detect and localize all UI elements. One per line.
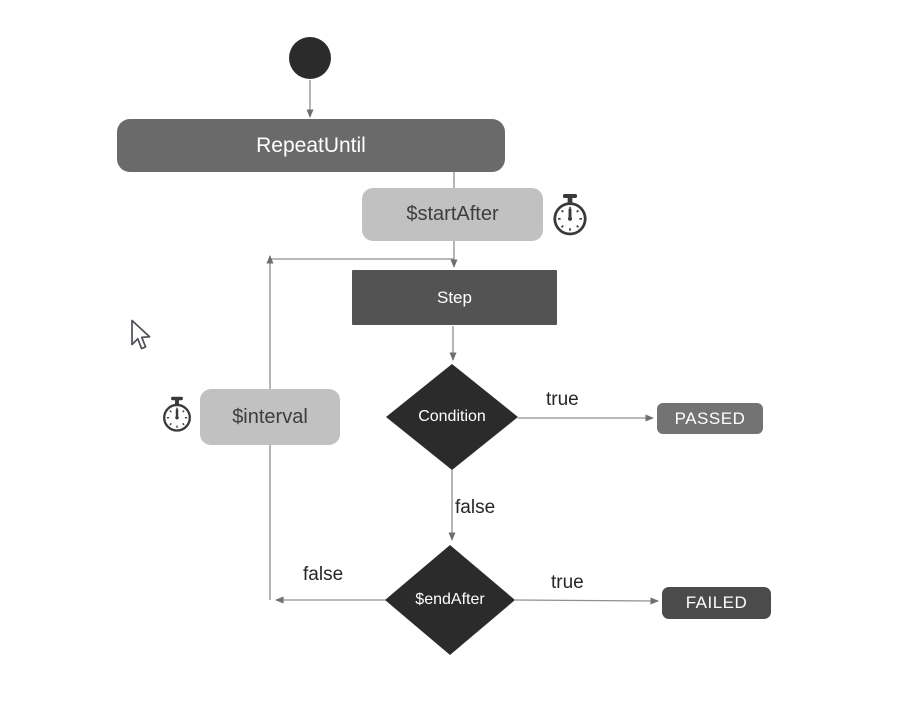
start-node [289, 37, 331, 79]
passed-label: PASSED [674, 408, 746, 428]
node-repeat-until: RepeatUntil [117, 119, 505, 172]
node-start-after: $startAfter [362, 188, 543, 241]
end-after-label: $endAfter [415, 591, 485, 608]
edge-label-endafter-true: true [551, 572, 584, 593]
step-label: Step [437, 287, 472, 307]
condition-label: Condition [418, 408, 486, 425]
node-passed: PASSED [657, 403, 763, 434]
node-failed: FAILED [662, 587, 771, 619]
start-after-label: $startAfter [406, 203, 499, 225]
edge-label-condition-false: false [455, 497, 496, 518]
node-interval: $interval [200, 389, 340, 445]
node-step: Step [352, 270, 557, 325]
mouse-cursor-icon [131, 319, 151, 350]
interval-label: $interval [232, 405, 308, 428]
edge-endafter-true [514, 597, 659, 605]
edge-label-condition-true: true [546, 389, 579, 410]
stopwatch-icon [163, 396, 191, 432]
repeat-until-label: RepeatUntil [256, 133, 366, 157]
failed-label: FAILED [685, 593, 748, 612]
stopwatch-icon [553, 193, 587, 236]
edge-label-endafter-false: false [303, 564, 344, 585]
